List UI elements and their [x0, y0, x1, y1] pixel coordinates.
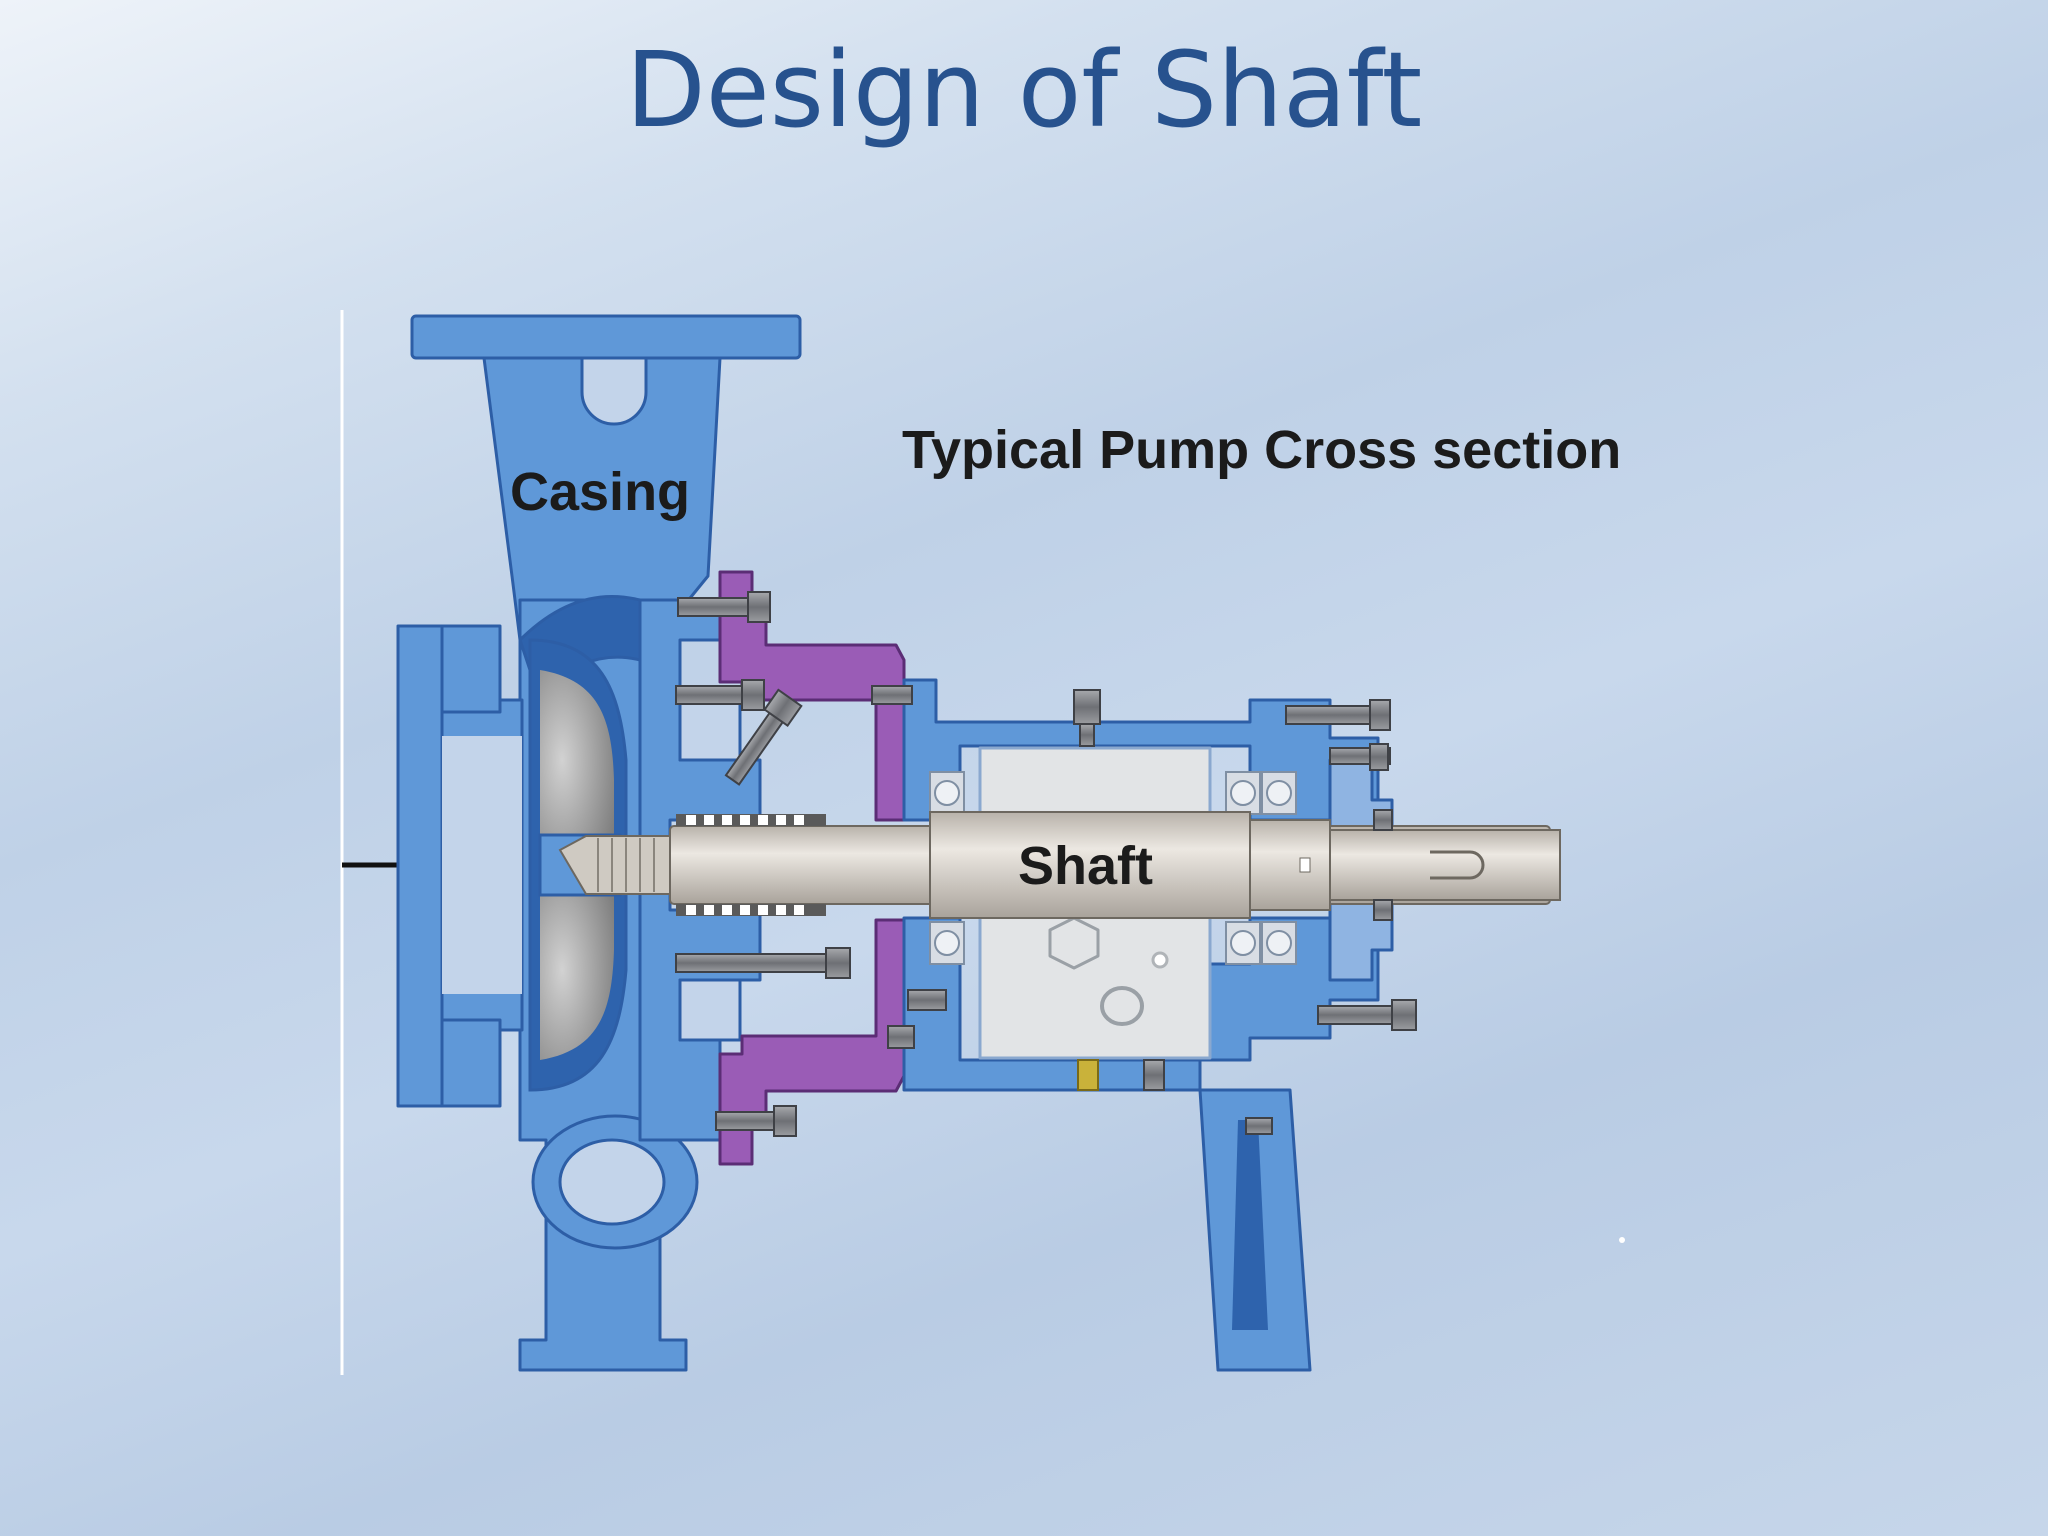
speck — [1619, 1237, 1625, 1243]
bearing-outboard — [1225, 771, 1297, 965]
casing-label: Casing — [510, 462, 690, 522]
shaft-label: Shaft — [1018, 836, 1153, 896]
pump-shaft — [558, 811, 1561, 919]
diagram-caption: Typical Pump Cross section — [902, 420, 1621, 480]
bearing-inboard — [929, 771, 965, 965]
slide-title: Design of Shaft — [625, 29, 1423, 151]
bolts — [675, 591, 1417, 1137]
